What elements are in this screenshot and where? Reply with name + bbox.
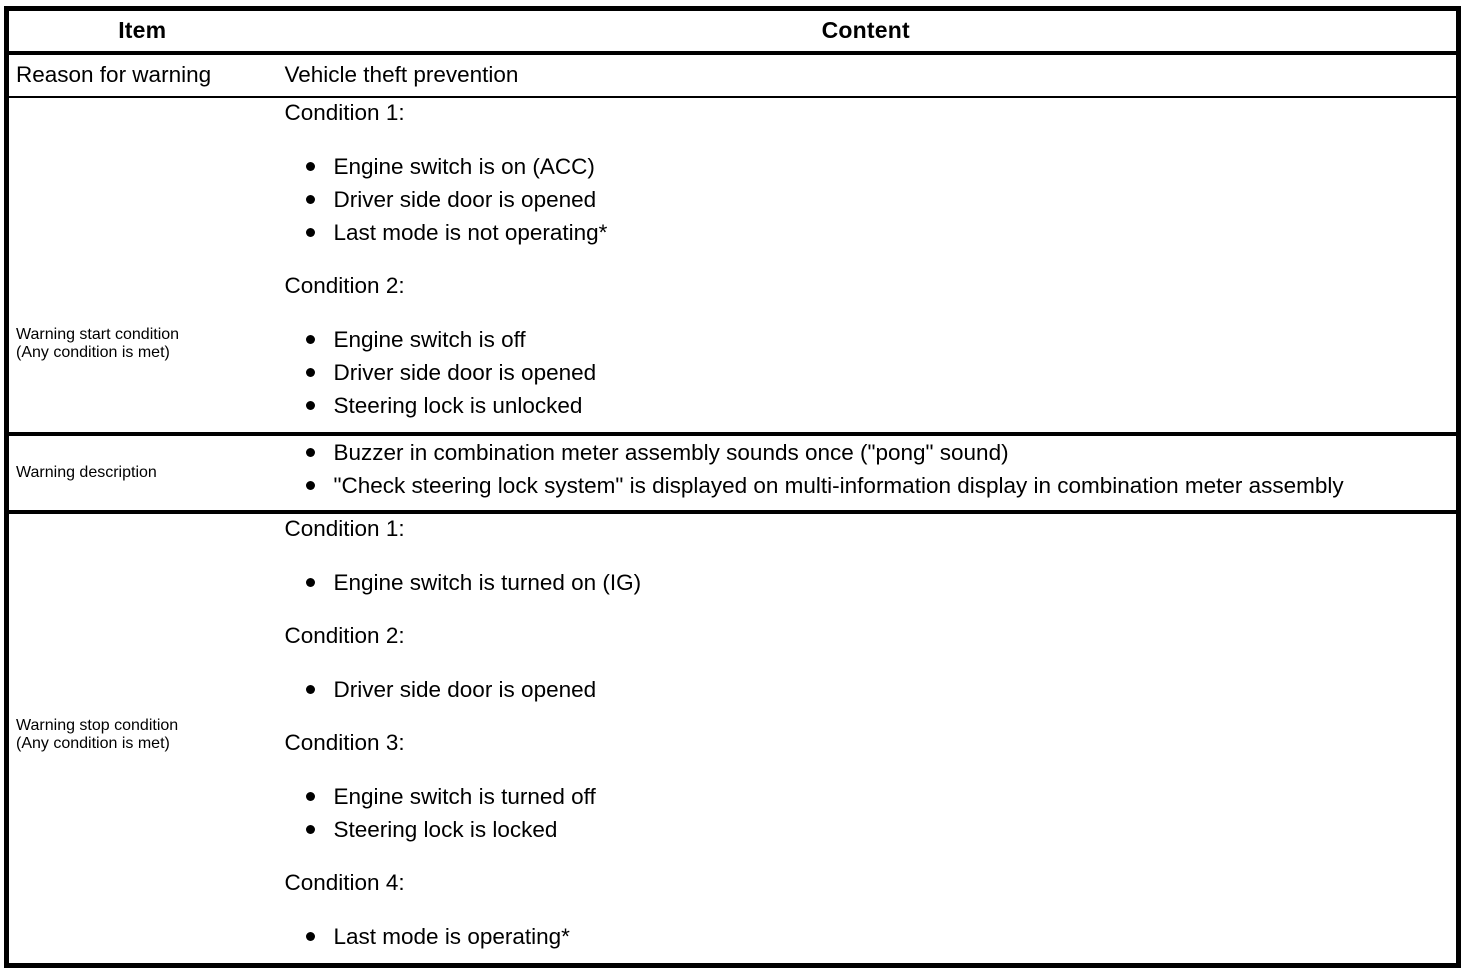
list-item-label: Buzzer in combination meter assembly sou… — [333, 440, 1009, 466]
list-item: Driver side door is opened — [285, 356, 1451, 389]
row-label-warning-stop-line2: (Any condition is met) — [16, 734, 170, 752]
row-label-warning-start-line1: Warning start condition — [16, 325, 180, 343]
row-label-cell-warning-description: Warning description — [6, 434, 276, 514]
list-item: Driver side door is opened — [285, 673, 1451, 706]
stop-condition-1-bullet-list: Engine switch is turned on (IG) — [285, 566, 1451, 599]
list-item-label: Steering lock is unlocked — [333, 392, 583, 418]
list-item: Driver side door is opened — [285, 183, 1451, 216]
list-item-label: Last mode is not operating* — [333, 219, 608, 245]
header-cell-content: Content — [275, 8, 1459, 55]
list-item-label: Driver side door is opened — [333, 186, 597, 212]
warning-description-content: Buzzer in combination meter assembly sou… — [276, 436, 1457, 502]
list-item-label: "Check steering lock system" is displaye… — [333, 473, 1344, 499]
list-item-label: Driver side door is opened — [333, 359, 597, 385]
row-label-reason: Reason for warning — [16, 62, 212, 88]
row-content-reason: Vehicle theft prevention — [284, 62, 519, 88]
row-label-warning-stop: Warning stop condition (Any condition is… — [16, 717, 178, 753]
warning-description-bullet-list: Buzzer in combination meter assembly sou… — [285, 436, 1451, 502]
table-row-warning-stop-condition: Warning stop condition (Any condition is… — [7, 512, 1459, 966]
condition-heading-1: Condition 1: — [284, 99, 405, 125]
stop-condition-heading-2: Condition 2: — [284, 622, 405, 648]
bullet-dot-icon — [305, 481, 315, 491]
bullet-dot-icon — [305, 161, 315, 171]
bullet-dot-icon — [305, 577, 315, 587]
list-item: Steering lock is locked — [285, 813, 1451, 846]
row-label-warning-stop-line1: Warning stop condition — [16, 716, 179, 734]
bullet-dot-icon — [305, 448, 315, 458]
row-label-cell-warning-stop: Warning stop condition (Any condition is… — [7, 512, 276, 966]
stop-condition-heading-4: Condition 4: — [284, 869, 405, 895]
bullet-dot-icon — [305, 334, 315, 344]
condition-1-bullet-list: Engine switch is on (ACC) Driver side do… — [285, 150, 1451, 249]
list-item-label: Engine switch is turned on (IG) — [333, 569, 642, 595]
list-item-label: Steering lock is locked — [333, 816, 558, 842]
bullet-dot-icon — [305, 400, 315, 410]
bullet-dot-icon — [305, 791, 315, 801]
list-item: Engine switch is turned off — [285, 780, 1451, 813]
table-header-row: Item Content — [6, 8, 1459, 55]
bullet-dot-icon — [305, 931, 315, 941]
bullet-dot-icon — [305, 367, 315, 377]
list-item-label: Last mode is operating* — [333, 923, 570, 949]
bullet-dot-icon — [305, 194, 315, 204]
condition-heading-2: Condition 2: — [284, 272, 405, 298]
list-item: Last mode is not operating* — [285, 216, 1451, 249]
condition-2-bullet-list: Engine switch is off Driver side door is… — [285, 323, 1451, 422]
row-label-warning-description: Warning description — [16, 464, 157, 482]
row-label-warning-description-line1: Warning description — [16, 464, 157, 482]
warning-spec-table: Item Content Reason for warning Vehicle … — [4, 6, 1461, 968]
list-item: Buzzer in combination meter assembly sou… — [285, 436, 1451, 469]
list-item: Engine switch is off — [285, 323, 1451, 356]
table-row-warning-start-condition: Warning start condition (Any condition i… — [6, 96, 1459, 437]
stop-condition-heading-1: Condition 1: — [284, 515, 405, 541]
row-content-cell-warning-stop: Condition 1: Engine switch is turned on … — [276, 512, 1459, 966]
header-label-content: Content — [821, 17, 910, 44]
row-content-cell-warning-description: Buzzer in combination meter assembly sou… — [275, 434, 1459, 514]
list-item: Engine switch is turned on (IG) — [285, 566, 1451, 599]
list-item: Engine switch is on (ACC) — [285, 150, 1451, 183]
table-row-reason-for-warning: Reason for warning Vehicle theft prevent… — [6, 52, 1459, 98]
stop-condition-3-bullet-list: Engine switch is turned off Steering loc… — [285, 780, 1451, 846]
bullet-dot-icon — [305, 684, 315, 694]
warning-stop-content: Condition 1: Engine switch is turned on … — [276, 514, 1457, 953]
row-label-cell-reason: Reason for warning — [6, 52, 276, 98]
bullet-dot-icon — [305, 824, 315, 834]
list-item-label: Driver side door is opened — [333, 676, 597, 702]
list-item-label: Engine switch is off — [333, 326, 526, 352]
bullet-dot-icon — [305, 227, 315, 237]
row-label-cell-warning-start: Warning start condition (Any condition i… — [6, 96, 276, 437]
header-label-item: Item — [118, 17, 167, 44]
list-item: "Check steering lock system" is displaye… — [285, 469, 1451, 502]
warning-start-content: Condition 1: Engine switch is on (ACC) D… — [276, 98, 1457, 422]
stop-condition-4-bullet-list: Last mode is operating* — [285, 920, 1451, 953]
row-label-warning-start-line2: (Any condition is met) — [16, 343, 170, 361]
table-row-warning-description: Warning description Buzzer in combinatio… — [6, 434, 1459, 514]
header-cell-item: Item — [6, 8, 276, 55]
stop-condition-2-bullet-list: Driver side door is opened — [285, 673, 1451, 706]
row-content-cell-reason: Vehicle theft prevention — [275, 52, 1459, 98]
list-item-label: Engine switch is turned off — [333, 783, 596, 809]
row-label-warning-start: Warning start condition (Any condition i… — [16, 326, 179, 362]
list-item: Last mode is operating* — [285, 920, 1451, 953]
list-item: Steering lock is unlocked — [285, 389, 1451, 422]
stop-condition-heading-3: Condition 3: — [284, 729, 405, 755]
row-content-cell-warning-start: Condition 1: Engine switch is on (ACC) D… — [275, 96, 1459, 437]
list-item-label: Engine switch is on (ACC) — [333, 153, 595, 179]
